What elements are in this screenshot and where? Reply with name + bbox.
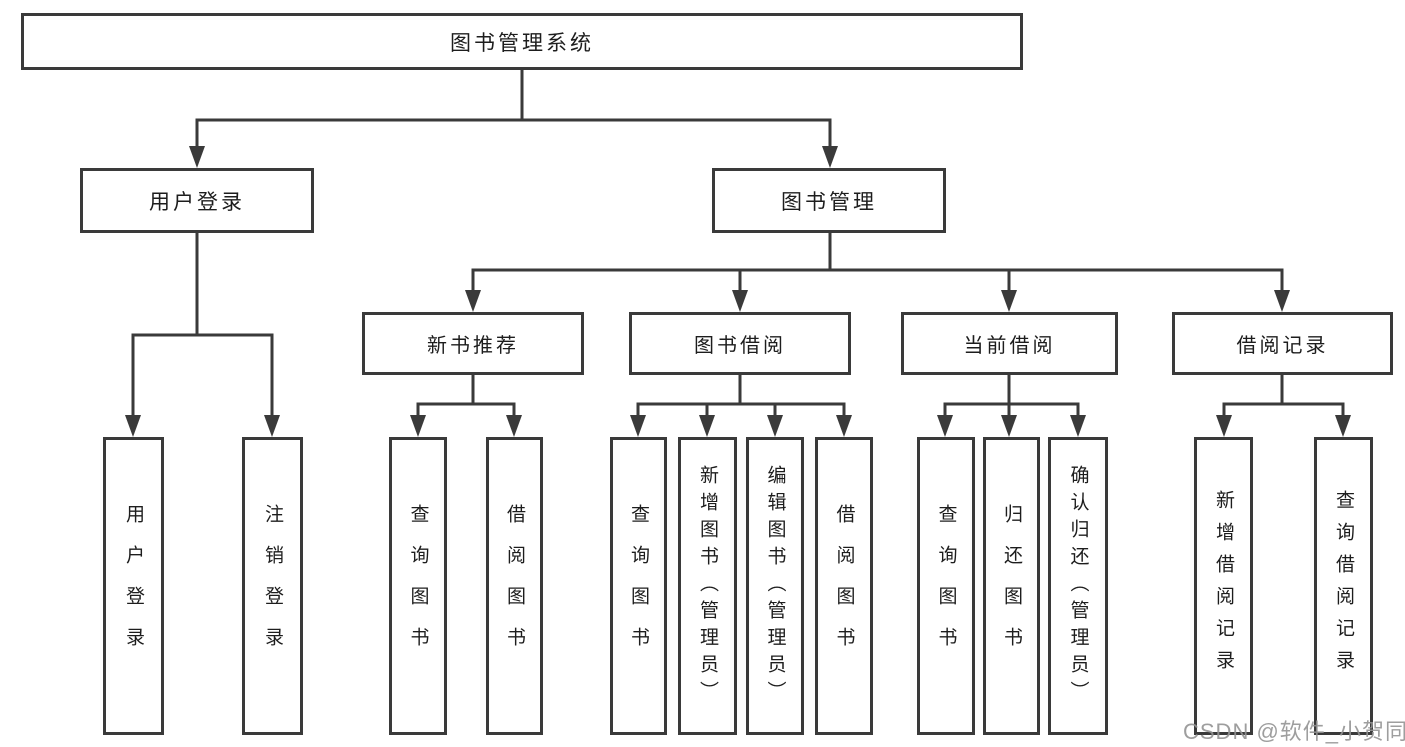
leaf-add-books-admin-label: 新增图书（管理员） [697,464,718,708]
connector-strokes [131,70,1345,417]
leaf-recommend-borrow-books: 借阅图书 [486,437,543,735]
leaf-query-borrow-record-label: 查询借阅记录 [1333,490,1354,682]
leaf-confirm-return-admin: 确认归还（管理员） [1048,437,1108,735]
node-current-borrow-label: 当前借阅 [963,335,1056,357]
node-new-book-recommend-label: 新书推荐 [427,335,519,357]
leaf-edit-books-admin-label: 编辑图书（管理员） [764,464,786,708]
leaf-borrow-books-label: 借阅图书 [833,504,855,668]
leaf-recommend-query-books: 查询图书 [389,437,447,735]
leaf-add-borrow-record-label: 新增借阅记录 [1213,490,1234,682]
leaf-borrow-query-books: 查询图书 [610,437,667,735]
leaf-borrow-query-books-label: 查询图书 [628,504,649,668]
node-new-book-recommend: 新书推荐 [362,312,584,375]
leaf-logout-label: 注销登录 [262,504,283,668]
leaf-current-query-books-label: 查询图书 [935,504,957,668]
csdn-watermark: CSDN @软件_小贺同学 [1183,719,1405,744]
node-current-borrow: 当前借阅 [901,312,1118,375]
leaf-logout: 注销登录 [242,437,303,735]
leaf-edit-books-admin: 编辑图书（管理员） [746,437,804,735]
leaf-recommend-borrow-books-label: 借阅图书 [504,504,525,668]
leaf-return-books-label: 归还图书 [1001,504,1022,668]
node-book-management: 图书管理 [712,168,946,233]
leaf-add-books-admin: 新增图书（管理员） [678,437,737,735]
node-borrow-records: 借阅记录 [1172,312,1393,375]
leaf-user-login-label: 用户登录 [123,504,144,668]
node-root-label: 图书管理系统 [450,31,594,55]
node-user-login: 用户登录 [80,168,314,233]
node-book-borrow: 图书借阅 [629,312,851,375]
leaf-recommend-query-books-label: 查询图书 [407,504,429,668]
leaf-borrow-books: 借阅图书 [815,437,873,735]
leaf-query-borrow-record: 查询借阅记录 [1314,437,1373,735]
node-borrow-records-label: 借阅记录 [1236,335,1329,357]
leaf-add-borrow-record: 新增借阅记录 [1194,437,1253,735]
leaf-return-books: 归还图书 [983,437,1040,735]
leaf-user-login: 用户登录 [103,437,164,735]
node-book-management-label: 图书管理 [781,190,877,214]
node-user-login-label: 用户登录 [149,190,245,214]
node-root: 图书管理系统 [21,13,1023,70]
leaf-confirm-return-admin-label: 确认归还（管理员） [1067,464,1089,708]
arrowhead-icons [125,146,1351,437]
node-book-borrow-label: 图书借阅 [694,335,786,357]
leaf-current-query-books: 查询图书 [917,437,975,735]
